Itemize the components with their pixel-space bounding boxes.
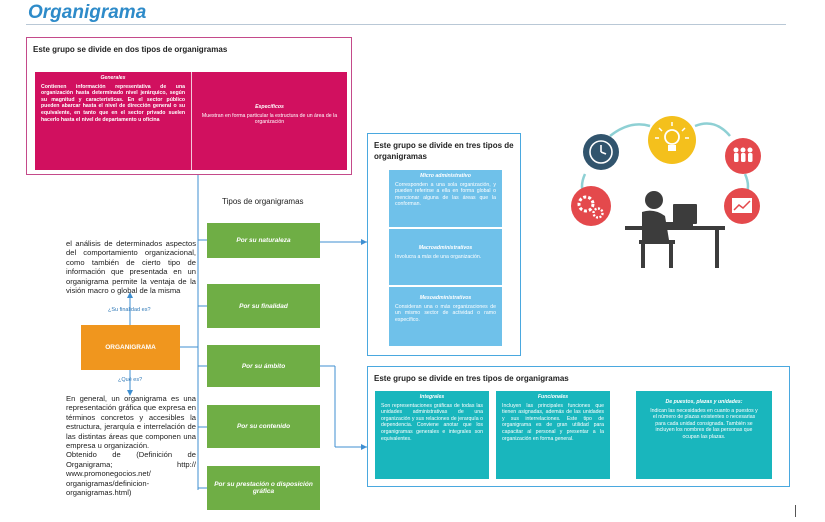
scope-item-meso: Mesoadministrativos Consideran una o más… <box>389 287 502 346</box>
scope-item-micro: Micro administrativo Corresponden a una … <box>389 170 502 227</box>
title-divider <box>26 24 786 25</box>
nature-item-title: Específicos <box>255 104 284 110</box>
content-item-integrales: Integrales Son representaciones gráficas… <box>375 391 489 479</box>
purpose-label: ¿Su finalidad es? <box>108 307 151 313</box>
what-label: ¿Qué es? <box>118 377 143 383</box>
scope-group-heading: Este grupo se divide en tres tipos de or… <box>374 141 514 161</box>
scope-item-title: Macroadministrativos <box>418 245 473 251</box>
chart-icon <box>724 188 760 224</box>
content-item-title: Integrales <box>419 394 445 400</box>
scope-item-text: Involucra a más de una organización. <box>395 253 482 260</box>
central-node-label: ORGANIGRAMA <box>105 344 156 351</box>
scope-item-text: Consideran una o más organizaciones de u… <box>395 303 496 323</box>
content-item-text: Indican las necesidades en cuanto a pues… <box>650 407 758 440</box>
clock-icon <box>583 134 619 170</box>
category-ambito: Por su ámbito <box>207 345 320 387</box>
page-title: Organigrama <box>28 2 147 23</box>
types-heading: Tipos de organigramas <box>222 197 304 206</box>
nature-group-frame: Este grupo se divide en dos tipos de org… <box>26 37 352 175</box>
team-icon <box>725 138 761 174</box>
scope-item-title: Micro administrativo <box>420 173 471 179</box>
scope-item-title: Mesoadministrativos <box>419 295 472 301</box>
definition-body: En general, un organigrama es una repres… <box>66 394 196 451</box>
nature-item-text: Contienen información representativa de … <box>41 83 185 123</box>
lightbulb-icon <box>648 116 696 164</box>
purpose-text: el análisis de determinados aspectos del… <box>66 239 196 296</box>
category-prestacion: Por su prestación o disposición gráfica <box>207 466 320 510</box>
content-item-puestos: De puestos, plazas y unidades: Indican l… <box>636 391 772 479</box>
content-group-heading: Este grupo se divide en tres tipos de or… <box>374 374 569 383</box>
content-group-frame: Este grupo se divide en tres tipos de or… <box>367 366 790 487</box>
definition-text: En general, un organigrama es una repres… <box>66 394 196 497</box>
content-item-funcionales: Funcionales Incluyen las principales fun… <box>496 391 610 479</box>
scope-group-frame: Este grupo se divide en tres tipos de or… <box>367 133 521 356</box>
source-citation: Obtenido de (Definición de Organigrama; … <box>66 450 196 498</box>
nature-item-title: Generales <box>100 75 126 81</box>
category-naturaleza: Por su naturaleza <box>207 223 320 258</box>
category-finalidad: Por su finalidad <box>207 284 320 328</box>
nature-item-generales: Generales Contienen información represen… <box>35 72 191 170</box>
content-item-title: Funcionales <box>537 394 569 400</box>
content-item-title: De puestos, plazas y unidades: <box>665 399 743 405</box>
organization-illustration <box>571 116 761 268</box>
content-item-text: Son representaciones gráficas de todas l… <box>381 402 483 442</box>
nature-item-text: Muestran en forma particular la estructu… <box>201 112 338 126</box>
nature-group-heading: Este grupo se divide en dos tipos de org… <box>33 45 228 54</box>
scope-item-macro: Macroadministrativos Involucra a más de … <box>389 229 502 285</box>
scope-item-text: Corresponden a una sola organización, y … <box>395 181 496 208</box>
central-node: ORGANIGRAMA <box>81 325 180 370</box>
page-edge-mark <box>795 505 796 517</box>
category-contenido: Por su contenido <box>207 405 320 448</box>
gears-icon <box>571 186 611 226</box>
person-at-desk-icon <box>625 191 725 268</box>
nature-item-especificos: Específicos Muestran en forma particular… <box>191 72 347 170</box>
content-item-text: Incluyen las principales funciones que t… <box>502 402 604 442</box>
